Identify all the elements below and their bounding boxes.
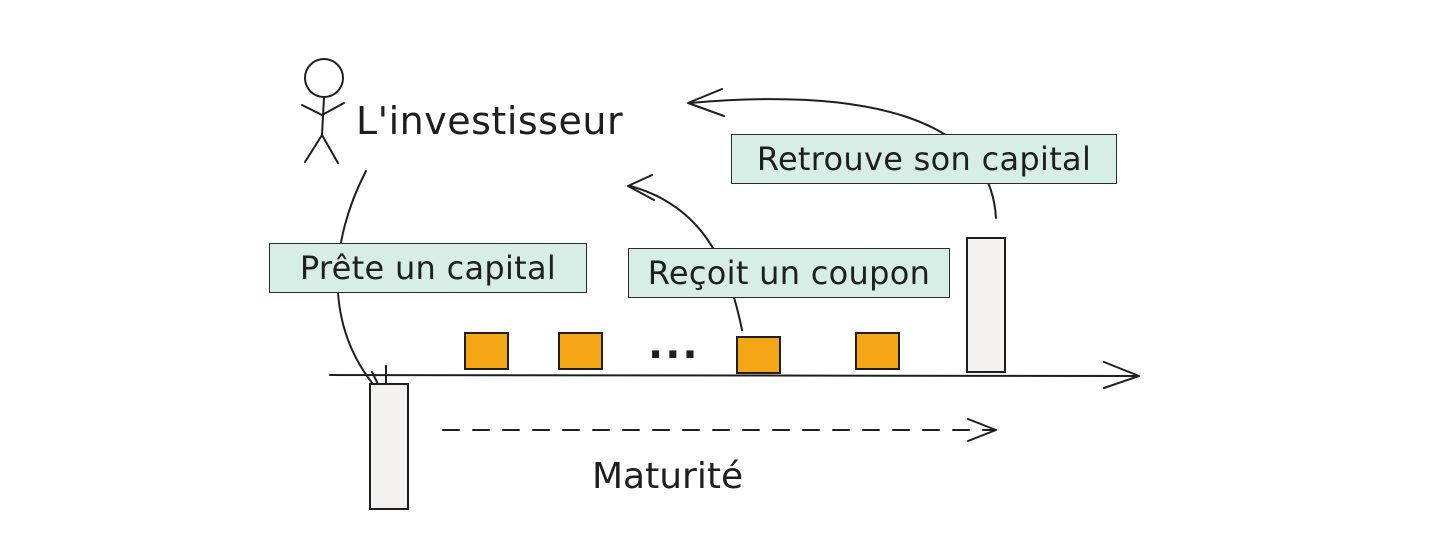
investor-label: L'investisseur: [356, 99, 624, 143]
maturity-label: Maturité: [592, 456, 744, 497]
coupon-box: [736, 336, 781, 374]
coupon-arrow: [629, 185, 743, 331]
time-axis-arrowhead: [1103, 361, 1140, 389]
capital-lent-bar: [369, 383, 409, 510]
maturity-arrowhead: [967, 418, 997, 442]
coupon-box: [558, 332, 603, 370]
capital-return-arrowhead: [687, 88, 725, 117]
coupon-arrowhead: [627, 174, 655, 201]
coupon-box: [855, 332, 900, 370]
receive-coupon-tag: Reçoit un coupon: [628, 248, 950, 298]
coupon-ellipsis: ...: [648, 322, 700, 368]
investor-figure-icon: [301, 58, 345, 164]
coupon-box: [464, 332, 509, 370]
lend-capital-tag: Prête un capital: [269, 243, 587, 293]
time-axis: [329, 374, 1139, 377]
capital-return-tag: Retrouve son capital: [731, 134, 1117, 184]
capital-returned-bar: [966, 237, 1006, 373]
